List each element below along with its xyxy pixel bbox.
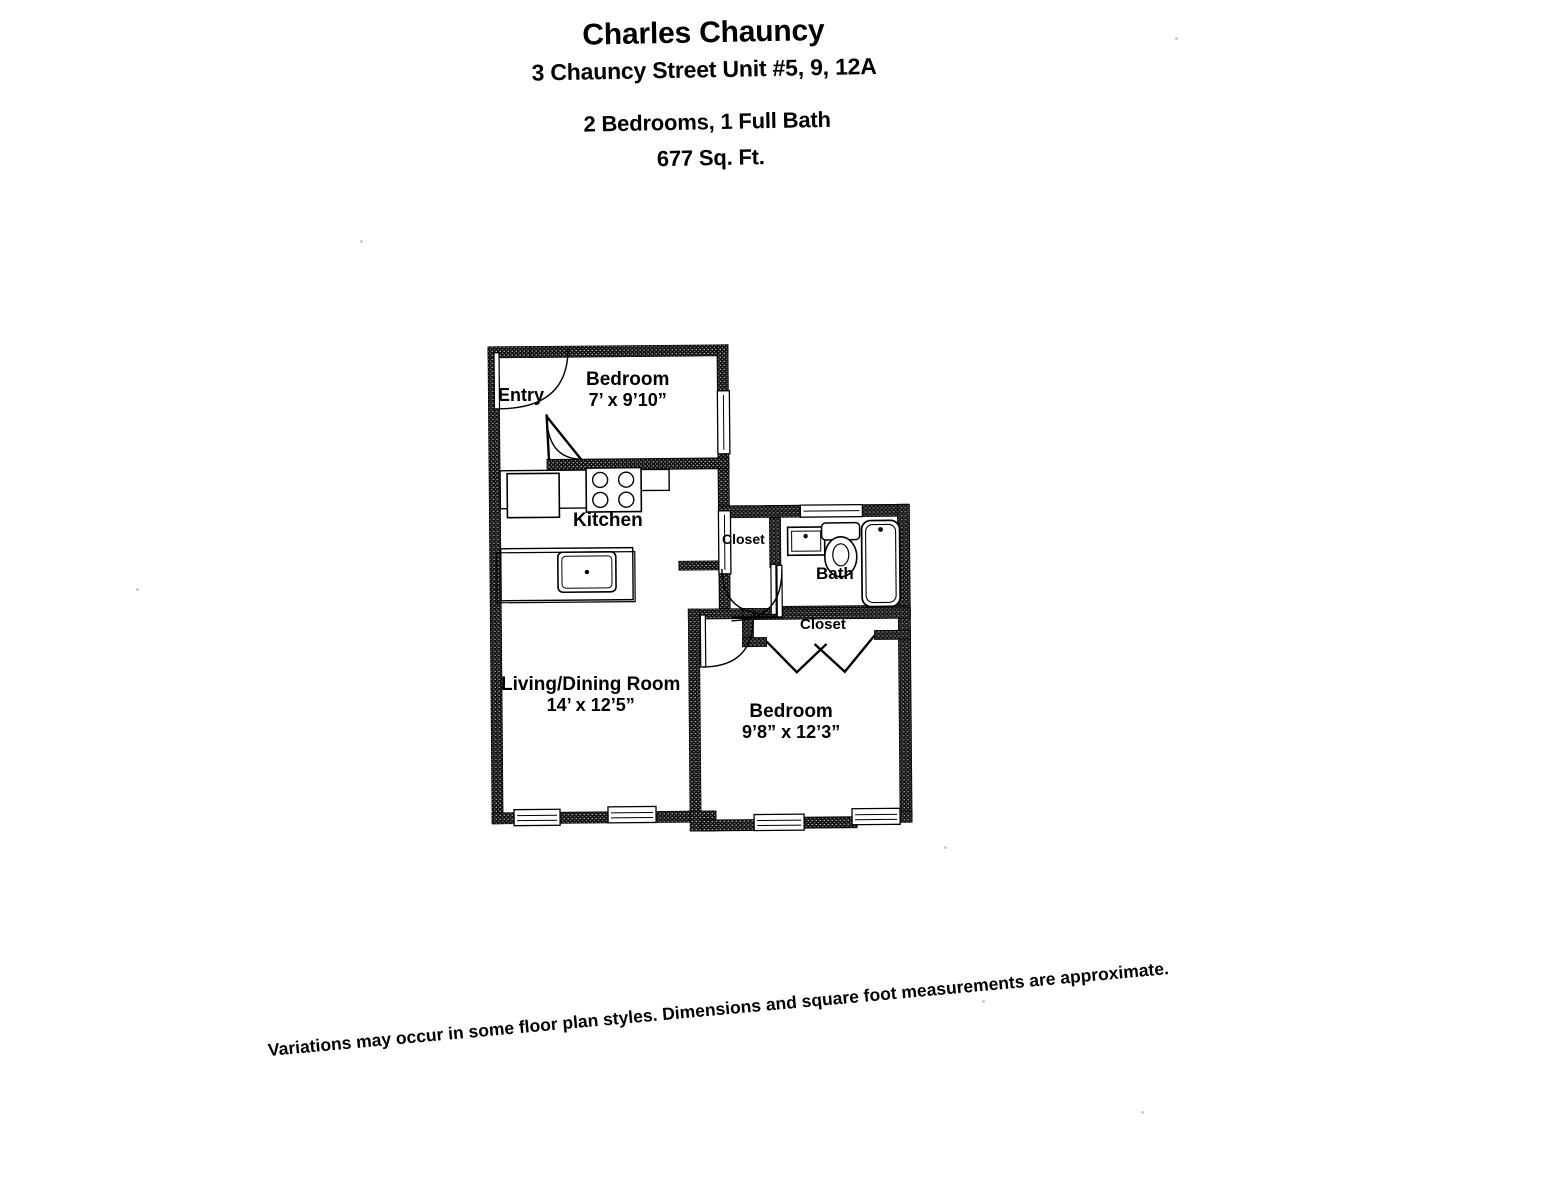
- floorplan-svg: [487, 344, 913, 832]
- range-4-burner: [585, 466, 643, 513]
- door-bedroom1: [545, 414, 582, 460]
- window-living-1: [513, 808, 561, 827]
- door-closet-bedroom-right: [813, 634, 876, 674]
- room-label-living-dining: Living/Dining Room 14’ x 12’5”: [501, 674, 681, 715]
- bedroom-1-name: Bedroom: [586, 369, 670, 390]
- window-bedroom1: [716, 390, 731, 455]
- window-bedroom2-1: [753, 813, 805, 832]
- wall-living-bed2: [687, 608, 702, 823]
- room-label-bedroom-2: Bedroom 9’8” x 12’3”: [742, 701, 841, 742]
- wall-bottom-l2: [555, 811, 614, 824]
- door-bath: [731, 564, 783, 622]
- room-label-kitchen: Kitchen: [573, 510, 643, 531]
- bedroom-2-dimensions: 9’8” x 12’3”: [742, 721, 841, 742]
- toilet: [820, 521, 861, 578]
- living-dining-name: Living/Dining Room: [501, 674, 681, 695]
- scan-speck: [982, 1000, 985, 1003]
- bedroom-2-name: Bedroom: [749, 701, 833, 722]
- scan-speck: [1175, 37, 1178, 40]
- scan-speck: [136, 588, 139, 591]
- wall-closet2-jamb-r: [874, 629, 911, 640]
- scan-speck: [1141, 1111, 1144, 1114]
- refrigerator: [506, 472, 561, 519]
- room-label-entry: Entry: [498, 385, 545, 405]
- window-group: [513, 390, 901, 832]
- door-bedroom2: [699, 614, 755, 668]
- scan-speck: [360, 240, 363, 243]
- window-bath: [799, 503, 864, 518]
- scan-speck: [944, 846, 947, 849]
- door-entry: [493, 348, 569, 410]
- room-label-bath: Bath: [816, 564, 854, 583]
- floorplan-drawing: [470, 325, 940, 835]
- wall-exterior-top: [527, 344, 729, 358]
- window-kitchen: [717, 510, 732, 575]
- wall-bottom-r2: [801, 816, 858, 829]
- living-dining-dimensions: 14’ x 12’5”: [546, 694, 635, 715]
- door-closet-bedroom-left: [765, 640, 828, 674]
- room-label-closet-hall: Closet: [722, 531, 765, 547]
- bathtub: [860, 519, 902, 608]
- wall-bottom-r1: [700, 819, 760, 832]
- header-block: Charles Chauncy 3 Chauncy Street Unit #5…: [0, 0, 1549, 185]
- kitchen-fixtures: [496, 466, 670, 604]
- window-bedroom2-2: [851, 807, 901, 826]
- bedroom-1-dimensions: 7’ x 9’10”: [588, 389, 667, 410]
- room-label-closet-bedroom: Closet: [800, 616, 846, 633]
- disclaimer-text: Variations may occur in some floor plan …: [267, 958, 1170, 1060]
- bath-fixtures: [786, 519, 902, 608]
- room-label-bedroom-1: Bedroom 7’ x 9’10”: [586, 369, 670, 410]
- wall-closet-right: [769, 516, 782, 568]
- door-group: [493, 348, 876, 674]
- wall-closet2-jamb-l: [742, 637, 767, 648]
- bath-sink: [786, 526, 826, 557]
- kitchen-sink-counter: [496, 546, 636, 604]
- wall-bed1-right-a: [716, 344, 729, 394]
- window-living-2: [607, 805, 657, 824]
